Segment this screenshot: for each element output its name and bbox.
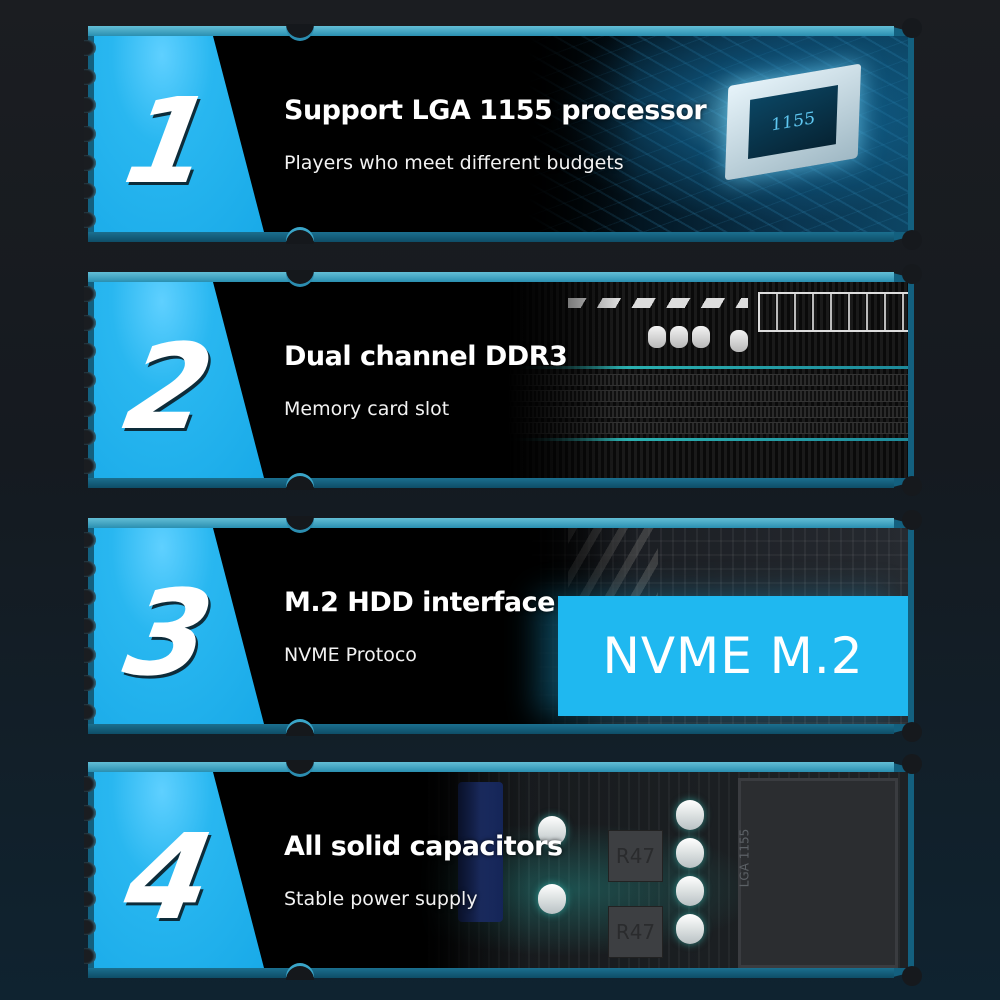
capacitor [538, 884, 566, 914]
card-top-edge [88, 272, 894, 282]
feature-title: Dual channel DDR3 [284, 340, 568, 372]
card-top-edge [88, 762, 894, 772]
corner-notch [902, 264, 922, 284]
ticket-notch [286, 966, 314, 980]
corner-notch [902, 510, 922, 530]
capacitor [676, 876, 704, 906]
ticket-notch [286, 230, 314, 244]
ticket-notch [286, 760, 314, 774]
card-bottom-edge [88, 724, 894, 734]
inductor-choke: R47 [608, 830, 663, 882]
feature-title: All solid capacitors [284, 830, 563, 862]
corner-notch [902, 754, 922, 774]
capacitor [670, 326, 688, 348]
capacitor [692, 326, 710, 348]
card-top-edge [88, 518, 894, 528]
capacitor [538, 816, 566, 846]
card-body: R47 R47 LGA 1155 4 All solid capacitors … [94, 772, 908, 968]
corner-notch [902, 966, 922, 986]
feature-subtitle: Stable power supply [284, 887, 478, 910]
glow-line [508, 438, 908, 441]
feature-card-1: 1155 1 Support LGA 1155 processor Player… [84, 18, 922, 250]
card-bottom-edge [88, 968, 894, 978]
capacitor [730, 330, 748, 352]
card-body: 2 Dual channel DDR3 Memory card slot [94, 282, 908, 478]
corner-notch [902, 722, 922, 742]
image-fade [508, 282, 618, 478]
card-body: NVME M.2 3 M.2 HDD interface NVME Protoc… [94, 528, 908, 724]
capacitor [676, 800, 704, 830]
ticket-perforation [84, 40, 96, 228]
feature-title: M.2 HDD interface [284, 586, 555, 618]
card-top-edge [88, 26, 894, 36]
feature-card-2: 2 Dual channel DDR3 Memory card slot [84, 264, 922, 496]
ticket-perforation [84, 532, 96, 720]
feature-title: Support LGA 1155 processor [284, 94, 707, 126]
feature-subtitle: NVME Protoco [284, 643, 417, 666]
ticket-notch [286, 476, 314, 490]
image-fade [528, 36, 638, 232]
feature-subtitle: Players who meet different budgets [284, 151, 624, 174]
capacitor [648, 326, 666, 348]
feature-card-4: R47 R47 LGA 1155 4 All solid capacitors … [84, 754, 922, 986]
capacitor [676, 838, 704, 868]
ticket-notch [286, 270, 314, 284]
ticket-perforation [84, 776, 96, 964]
ticket-notch [286, 24, 314, 38]
inductor-choke: R47 [608, 906, 663, 958]
cpu-socket: LGA 1155 [737, 778, 898, 968]
glow-line [508, 366, 908, 369]
atx-connector [758, 292, 908, 332]
feature-text: All solid capacitors Stable power supply [284, 772, 563, 968]
ticket-notch [286, 516, 314, 530]
cpu-chip: 1155 [724, 63, 862, 181]
corner-notch [902, 476, 922, 496]
pcb-stripes [568, 298, 748, 308]
socket-label: LGA 1155 [737, 828, 752, 888]
corner-notch [902, 230, 922, 250]
chip-label: 1155 [747, 84, 839, 160]
feature-subtitle: Memory card slot [284, 397, 450, 420]
feature-card-3: NVME M.2 3 M.2 HDD interface NVME Protoc… [84, 510, 922, 742]
feature-text: M.2 HDD interface NVME Protoco [284, 528, 555, 724]
ticket-perforation [84, 286, 96, 474]
ticket-notch [286, 722, 314, 736]
card-bottom-edge [88, 232, 894, 242]
card-bottom-edge [88, 478, 894, 488]
feature-text: Support LGA 1155 processor Players who m… [284, 36, 707, 232]
nvme-banner: NVME M.2 [558, 596, 908, 716]
card-body: 1155 1 Support LGA 1155 processor Player… [94, 36, 908, 232]
capacitor [676, 914, 704, 944]
corner-notch [902, 18, 922, 38]
feature-text: Dual channel DDR3 Memory card slot [284, 282, 568, 478]
image-fade [418, 772, 528, 968]
